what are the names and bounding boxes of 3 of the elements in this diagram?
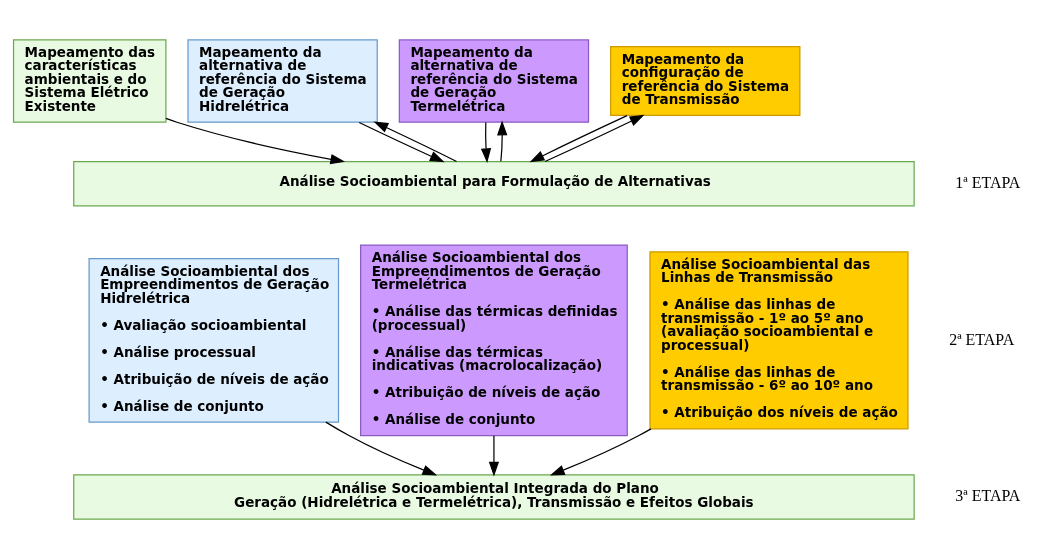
label: 2ª ETAPA <box>949 330 1015 348</box>
label: 1ª ETAPA <box>955 173 1021 191</box>
label: 3ª ETAPA <box>955 487 1021 505</box>
